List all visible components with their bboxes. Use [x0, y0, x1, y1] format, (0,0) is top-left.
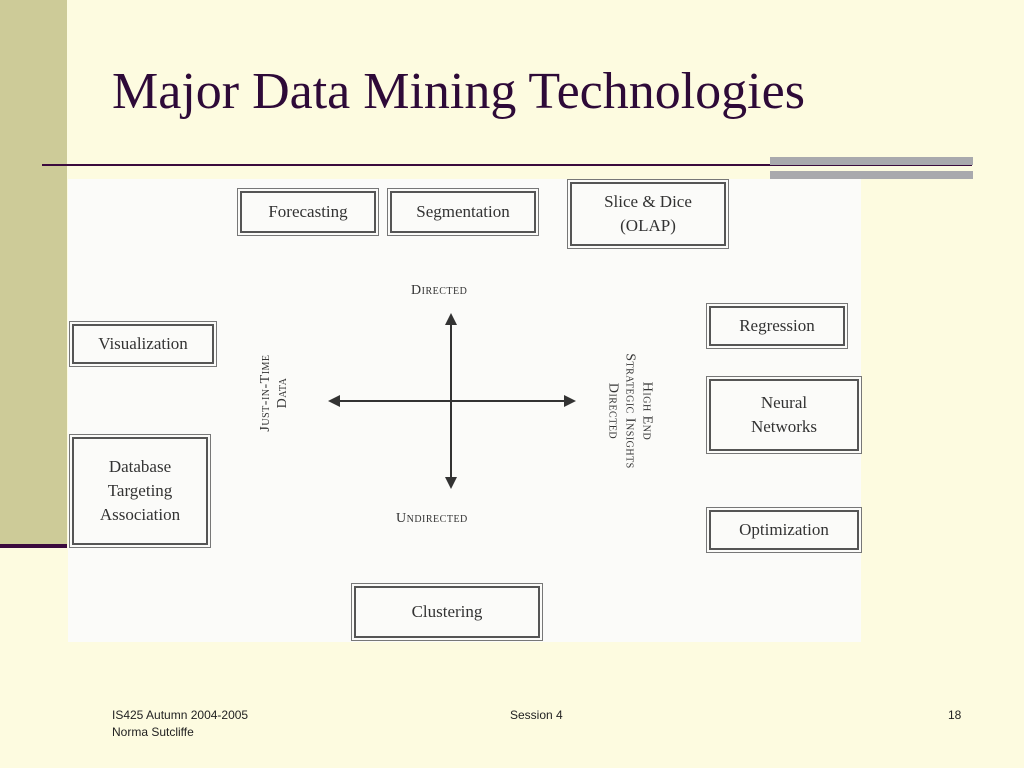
- accent-bar-top: [770, 157, 973, 165]
- box-database-targeting: Database Targeting Association: [69, 434, 211, 548]
- box-slice-dice: Slice & Dice (OLAP): [567, 179, 729, 249]
- footer-course-info: IS425 Autumn 2004-2005 Norma Sutcliffe: [112, 707, 248, 741]
- high-end-line2: Strategic Insights: [622, 353, 638, 469]
- footer-course: IS425 Autumn 2004-2005: [112, 708, 249, 722]
- accent-bar-bottom: [770, 171, 973, 179]
- box-clustering: Clustering: [351, 583, 543, 641]
- sidebar-decoration: [0, 0, 67, 548]
- slide-title: Major Data Mining Technologies: [112, 63, 805, 120]
- box-forecasting: Forecasting: [237, 188, 379, 236]
- box-neural-networks: Neural Networks: [706, 376, 862, 454]
- box-optimization: Optimization: [706, 507, 862, 553]
- diagram-panel: Directed Undirected Just-in-Time Data Hi…: [68, 179, 862, 642]
- axis-label-high-end: High End Strategic Insights Directed: [605, 321, 656, 501]
- box-regression: Regression: [706, 303, 848, 349]
- axis-label-undirected: Undirected: [396, 511, 468, 526]
- high-end-line1: High End: [639, 381, 655, 441]
- axes-graphic: [328, 313, 576, 489]
- box-visualization: Visualization: [69, 321, 217, 367]
- axis-label-directed: Directed: [411, 283, 468, 298]
- footer-author: Norma Sutcliffe: [112, 725, 194, 739]
- footer-page-number: 18: [948, 708, 962, 722]
- just-in-time-line2: Data: [275, 377, 290, 409]
- title-divider: [42, 164, 972, 166]
- sidebar-line: [0, 544, 67, 548]
- high-end-line3: Directed: [605, 382, 621, 440]
- footer-session: Session 4: [510, 708, 563, 722]
- just-in-time-line1: Just-in-Time: [258, 354, 273, 432]
- axis-label-just-in-time: Just-in-Time Data: [257, 333, 291, 453]
- box-segmentation: Segmentation: [387, 188, 539, 236]
